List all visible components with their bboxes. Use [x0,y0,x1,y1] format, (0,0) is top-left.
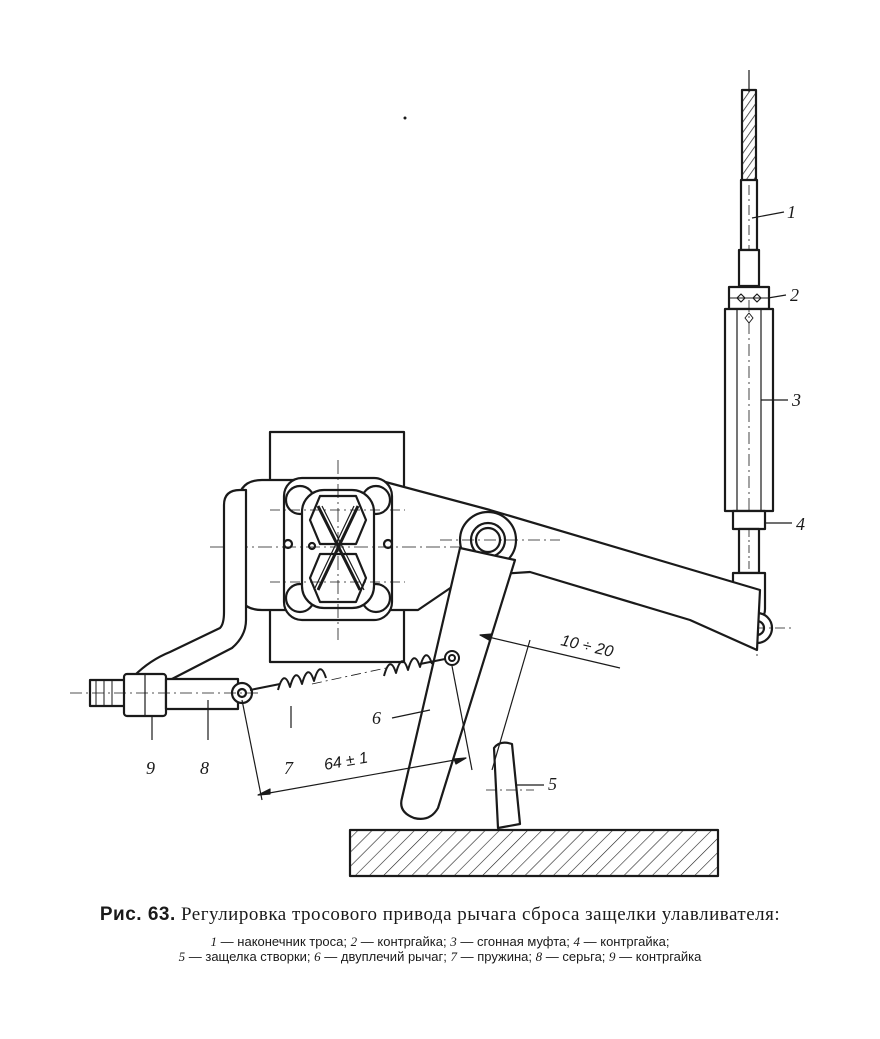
label-2: 2 [790,285,799,305]
legend-item: 9 — контргайка [609,949,702,964]
legend-item: 1 — наконечник троса; [210,934,348,949]
base-floor [348,828,720,878]
legend-item: 6 — двуплечий рычаг; [314,949,447,964]
mechanism-drawing: 1 2 3 4 5 6 7 8 9 10 ÷ 20 64 ± 1 [70,70,805,878]
leader-lines [151,211,792,786]
caption-title: Рис. 63. Регулировка тросового привода р… [30,904,850,926]
label-5: 5 [548,774,557,794]
legend-item: 2 — контргайка; [350,934,447,949]
legend-item: 5 — защелка створки; [178,949,311,964]
dimension-gap [479,633,621,771]
cable-tip [737,70,761,288]
dimension-spring [241,665,473,801]
turnbuckle-3 [723,300,775,520]
label-8: 8 [200,758,209,778]
figure-number: Рис. 63. [99,904,176,925]
label-6: 6 [372,708,381,728]
label-9: 9 [146,758,155,778]
figure-caption: Рис. 63. Регулировка тросового привода р… [30,904,850,964]
spring-7 [249,650,460,691]
lock-nut-4 [731,509,767,575]
dimension-gap-label: 10 ÷ 20 [559,632,615,661]
legend-item: 4 — контргайка; [573,934,670,949]
lock-nut-9 [88,672,168,718]
legend-item: 3 — сгонная муфта; [450,934,570,949]
bent-rod [132,488,248,692]
label-3: 3 [791,390,801,410]
legend-item: 8 — серьга; [535,949,606,964]
caption-legend: 1 — наконечник троса; 2 — контргайка; 3 … [30,934,850,964]
door-latch-5 [492,741,522,830]
label-1: 1 [787,202,796,222]
caption-title-text: Регулировка тросового привода рычага сбр… [180,904,781,925]
label-7: 7 [284,758,294,778]
dimension-spring-label: 64 ± 1 [323,749,370,773]
double-arm-lever-6 [400,546,517,820]
shackle-8 [70,677,262,711]
label-4: 4 [796,514,805,534]
hex-bolt-assembly [210,460,460,640]
stray-dot [403,116,407,120]
legend-item: 7 — пружина; [450,949,533,964]
